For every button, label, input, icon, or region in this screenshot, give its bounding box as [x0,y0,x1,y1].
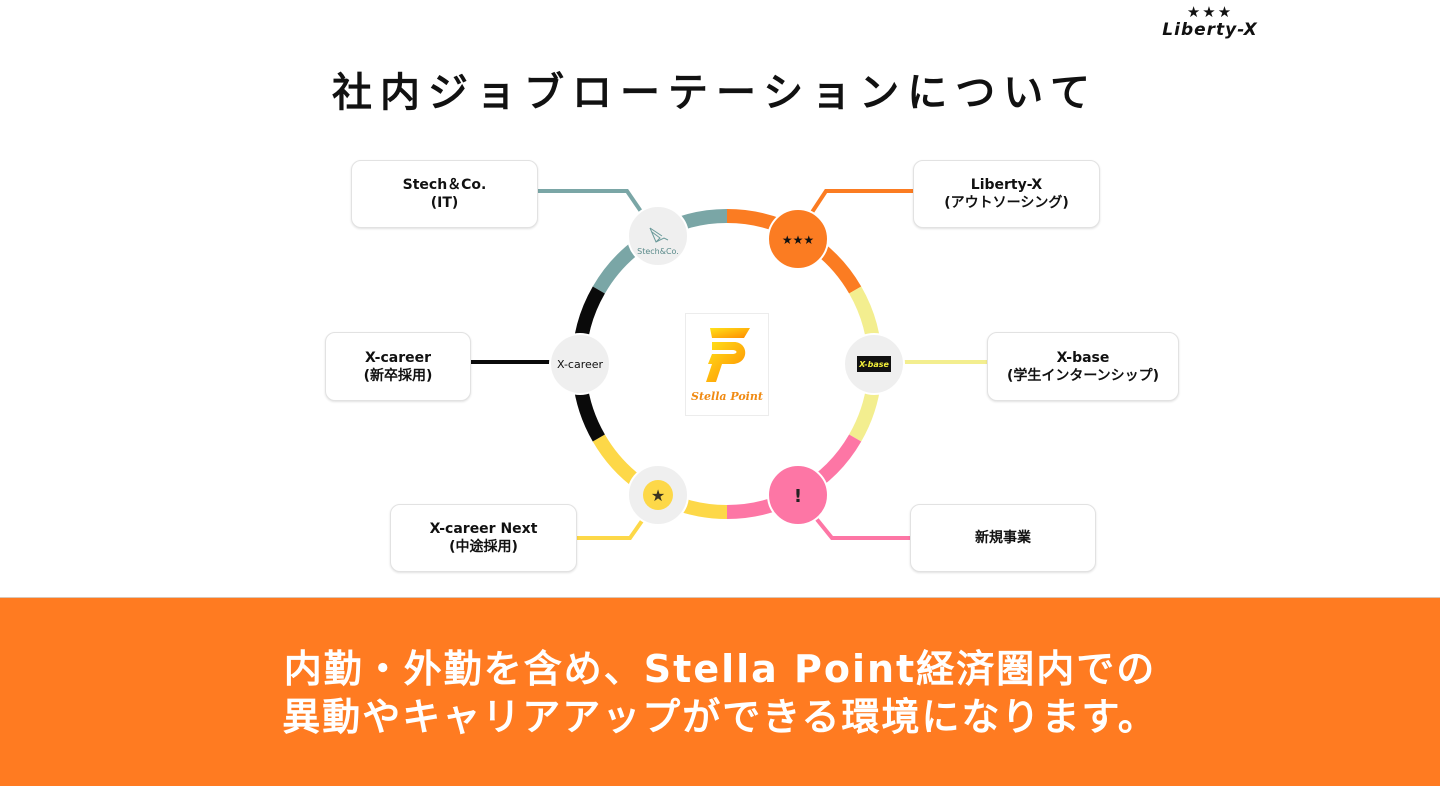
stella-point-label: Stella Point [691,390,763,403]
label-box-new[interactable]: 新規事業 [910,504,1096,572]
star-icon: ★ [651,486,665,505]
node-xnext[interactable]: ★ [627,464,689,526]
label-box-xnext[interactable]: X-career Next (中途採用) [390,504,577,572]
label-title: X-base [1056,349,1110,366]
label-subtitle: (学生インターンシップ) [1006,367,1160,384]
label-title: Liberty-X [970,177,1043,193]
label-box-xcareer[interactable]: X-career(新卒採用) [325,332,471,401]
x-career-logo: X-career [557,358,604,371]
label-subtitle: (アウトソーシング) [944,195,1069,211]
label-title: X-career Next [429,521,538,537]
page-title: 社内ジョブローテーションについて [332,70,1098,116]
label-box-liberty[interactable]: Liberty-X (アウトソーシング) [913,160,1100,228]
node-label-xbase: X-base [858,360,889,369]
label-title: Stech＆Co. [402,177,487,193]
three-stars-icon: ★★★ [1186,3,1234,21]
brand-name: Liberty-X [1162,20,1258,40]
label-subtitle: (中途採用) [449,539,518,555]
liberty-x-brand: ★★★ Liberty-X [1150,4,1270,40]
summary-banner: 内勤・外勤を含め、Stella Point経済圏内での 異動やキャリアアップがで… [0,597,1440,786]
exclamation-icon: ! [794,486,802,507]
label-subtitle: (IT) [430,195,459,211]
node-label-stech: Stech&Co. [637,247,679,256]
node-stech[interactable]: Stech&Co. [627,205,689,267]
stella-point-logo: Stella Point [685,313,769,416]
label-subtitle: (新卒採用) [363,367,433,384]
banner-line-1: 内勤・外勤を含め、Stella Point経済圏内での [283,647,1157,691]
stella-point-p-logo [706,328,750,382]
node-new[interactable]: ! [767,464,829,526]
crane-icon [649,227,669,243]
node-liberty[interactable]: ★★★ [767,208,829,270]
three-stars-icon: ★★★ [782,233,814,247]
label-title: X-career [364,349,431,366]
rotation-diagram: Stech&Co. ★★★ X-base ! ★ X-career [470,189,987,540]
node-xbase[interactable]: X-base [843,333,905,395]
label-box-stech[interactable]: Stech＆Co. (IT) [351,160,538,228]
node-xcareer[interactable]: X-career [549,333,611,395]
label-box-xbase[interactable]: X-base(学生インターンシップ) [987,332,1179,401]
label-title: 新規事業 [975,530,1031,546]
x-base-logo [857,356,891,372]
banner-line-2: 異動やキャリアアップができる環境になります。 [282,695,1158,739]
